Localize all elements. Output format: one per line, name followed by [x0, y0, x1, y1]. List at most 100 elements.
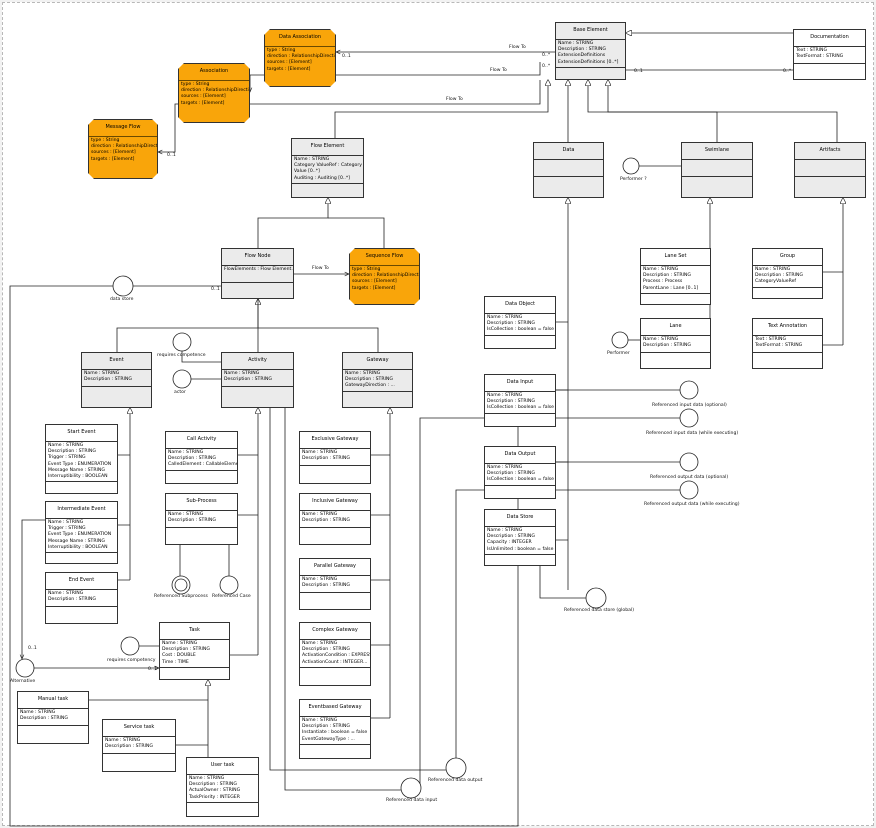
class-attribute: Description : STRING	[84, 377, 132, 383]
event-sub-links	[118, 454, 130, 581]
label-referenced-case: Referenced Case	[212, 594, 251, 599]
class-attribute: Name : STRING	[558, 41, 594, 46]
class-operations	[89, 164, 157, 170]
class-attribute: EventGatewayType : ...	[302, 736, 355, 742]
mult-message-flow: 0..1	[167, 153, 176, 158]
label-performer: Performer ?	[620, 177, 647, 182]
class-attribute: Name : STRING	[302, 641, 338, 646]
class-title: Data Association	[265, 30, 335, 47]
class-attribute: Description : STRING	[48, 597, 96, 603]
class-attribute: Event Type : ENUMERATION	[48, 532, 112, 538]
class-attribute: ParentLane : Lane [0..1]	[643, 285, 699, 291]
class-attribute: Instantiate : boolean = false	[302, 730, 368, 736]
ref-data-output-circle	[445, 757, 467, 779]
class-attribute: TextFormat : STRING	[755, 343, 803, 349]
class-title: Message Flow	[89, 120, 157, 137]
class-attribute: Name : STRING	[168, 450, 204, 455]
label-actor: actor	[174, 390, 186, 395]
class-title: Event	[82, 353, 151, 370]
class-operations	[556, 68, 625, 74]
mult-doc-2: 0..*	[783, 69, 792, 74]
class-operations	[179, 108, 249, 114]
class-operations	[534, 177, 603, 183]
class-operations	[222, 283, 293, 289]
gen-gateway	[258, 327, 379, 352]
class-attribute: sources : [Element]	[91, 150, 136, 156]
class-attribute: ActivationCount : INTEGER...	[302, 659, 368, 665]
mult-data-assoc: 0..1	[342, 54, 351, 59]
class-attribute: type : String	[91, 138, 120, 143]
class-attribute: Message Name : STRING	[48, 538, 105, 544]
class-attribute: type : String	[352, 267, 381, 272]
class-attribute: Description : STRING	[302, 456, 350, 462]
class-operations	[300, 466, 370, 472]
class-artifacts[interactable]: Artifacts	[794, 142, 866, 198]
mult-base-2: 0..*	[542, 64, 551, 69]
class-attribute: targets : [Element]	[181, 100, 225, 106]
class-title: Swimlane	[682, 143, 752, 160]
class-attribute: TextFormat : STRING	[796, 54, 844, 60]
ref-output-optional-circle	[679, 452, 699, 472]
class-data[interactable]: Data	[533, 142, 604, 198]
gateway-sub-links	[371, 454, 390, 719]
class-attribute: Name : STRING	[302, 718, 338, 723]
class-attributes: FlowElements : Flow Element...	[222, 266, 293, 283]
class-attribute: IsCollection : boolean = false	[487, 327, 555, 333]
class-operations	[300, 528, 370, 534]
gen-artifacts-base	[608, 80, 838, 142]
competency-circle	[120, 636, 140, 656]
class-operations	[485, 414, 555, 420]
class-title: User task	[187, 758, 258, 775]
class-attribute: direction : RelationshipDirection	[181, 88, 250, 94]
class-title: Start Event	[46, 425, 117, 442]
subprocess-links	[179, 545, 230, 576]
class-swimlane[interactable]: Swimlane	[681, 142, 753, 198]
label-requires-competency: requires competency	[107, 658, 156, 663]
class-attribute: Name : STRING	[643, 337, 679, 342]
class-attribute: Name : STRING	[48, 520, 84, 525]
